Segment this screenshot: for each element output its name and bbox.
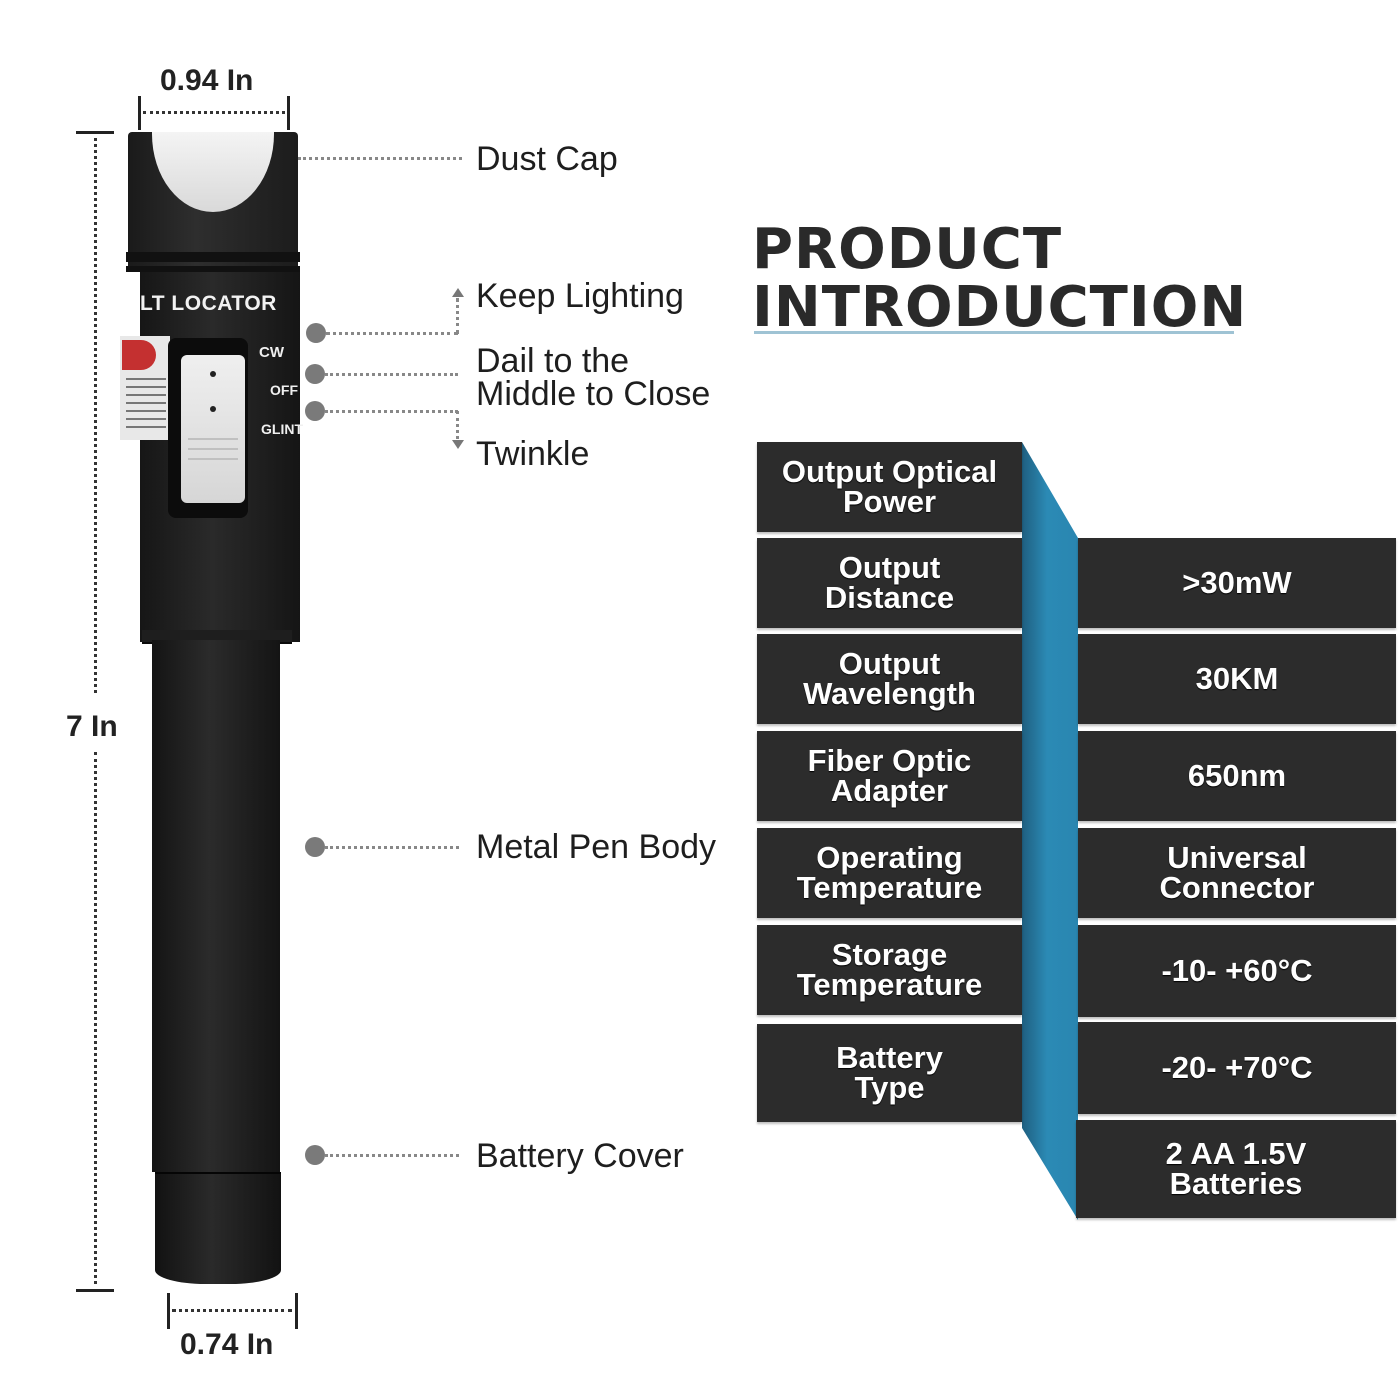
spec-label-cell: Fiber Optic Adapter [757,731,1022,821]
spec-label-line: Adapter [830,773,949,808]
length-dotted-line-top [94,138,97,693]
spec-value-line: -10- +60°C [1161,953,1313,988]
callout-dot-icon [305,837,325,857]
spec-value-line: >30mW [1182,565,1292,600]
warning-text-lines [126,378,166,428]
callout-dust-cap-label: Dust Cap [476,140,618,178]
callout-dotted-line [326,332,458,335]
top-width-tick-left [138,96,141,130]
spec-label-cell: Output Distance [757,538,1022,628]
callout-metal-pen-body-label: Metal Pen Body [476,828,717,866]
battery-cover [155,1172,281,1284]
spec-value-line: -20- +70°C [1161,1050,1313,1085]
spec-label-line: Battery [836,1040,943,1075]
spec-label-cell: Storage Temperature [757,925,1022,1015]
callout-dotted-line [325,846,459,849]
callout-dotted-line [325,1154,459,1157]
spec-value-cell: -10- +60°C [1078,925,1396,1017]
spec-value-line: 2 AA 1.5V [1165,1136,1307,1171]
title-line-2: INTRODUCTION [752,275,1248,340]
arrow-down-icon [452,440,464,449]
bottom-width-tick-right [295,1293,298,1329]
callout-dot-icon [305,1145,325,1165]
callout-dot-icon [306,323,326,343]
callout-keep-lighting-label: Keep Lighting [476,277,684,315]
arrow-up-icon [452,288,464,297]
brand-text: LT LOCATOR [140,292,277,315]
title-underline [754,331,1234,334]
spec-label-line: Output [838,646,941,681]
callout-dot-icon [305,364,325,384]
bottom-width-label: 0.74 In [180,1328,274,1361]
spec-label-line: Storage [831,937,948,972]
spec-label-line: Distance [824,580,955,615]
spec-label-line: Fiber Optic [807,743,972,778]
callout-twinkle-label: Twinkle [476,435,590,473]
switch-indicator-dot [210,371,216,377]
spec-value-cell: 2 AA 1.5V Batteries [1076,1120,1396,1218]
bottom-width-dotted-line [172,1309,292,1312]
length-dotted-line-bottom [94,752,97,1284]
callout-battery-cover-label: Battery Cover [476,1137,684,1175]
spec-label-line: Type [854,1070,925,1105]
blue-connector-band [1022,442,1078,1220]
callout-dotted-line [298,157,462,160]
switch-grip-line [188,438,238,440]
title-line-1: PRODUCT [752,217,1063,282]
spec-label-cell: Battery Type [757,1024,1022,1122]
mode-off-label: OFF [270,382,298,398]
spec-value-cell: 30KM [1078,634,1396,724]
callout-dotted-line [325,373,458,376]
callout-dotted-line [325,410,458,413]
spec-label-line: Output [838,550,941,585]
mode-glint-label: GLINT [261,421,303,437]
spec-value-line: Universal [1167,840,1307,875]
spec-label-line: Power [842,484,937,519]
spec-value-line: 650nm [1187,758,1287,793]
spec-label-cell: Output Optical Power [757,442,1022,532]
spec-value-cell: -20- +70°C [1078,1022,1396,1114]
spec-label-cell: Operating Temperature [757,828,1022,918]
spec-label-line: Temperature [796,870,983,905]
switch-grip-line [188,448,238,450]
spec-value-line: Connector [1159,870,1315,905]
spec-value-line: 30KM [1195,661,1279,696]
spec-value-line: Batteries [1169,1166,1303,1201]
spec-label-line: Output Optical [781,454,998,489]
cap-ring-lower [126,266,300,272]
spec-value-cell: 650nm [1078,731,1396,821]
spec-label-line: Operating [816,840,963,875]
mode-switch[interactable] [181,355,245,503]
callout-dial-middle-line1: Dail to the [476,342,630,380]
length-tick-top [76,131,114,134]
mode-cw-label: CW [259,344,284,361]
spec-value-cell: Universal Connector [1078,828,1396,918]
spec-label-line: Wavelength [803,676,976,711]
callout-dotted-vline [456,411,459,439]
callout-dial-middle-line2: Middle to Close [476,375,711,413]
bottom-width-tick-left [167,1293,170,1329]
callout-dotted-vline [456,298,459,334]
switch-indicator-dot [210,406,216,412]
metal-pen-body [152,640,280,1172]
switch-grip-line [188,458,238,460]
cap-ring [126,252,300,262]
length-label: 7 In [66,710,118,743]
top-width-tick-right [287,96,290,130]
callout-dot-icon [305,401,325,421]
spec-value-cell: >30mW [1078,538,1396,628]
warning-danger-icon [122,340,156,370]
spec-label-cell: Output Wavelength [757,634,1022,724]
length-tick-bottom [76,1289,114,1292]
spec-label-line: Temperature [796,967,983,1002]
top-width-dotted-line [143,111,285,114]
top-width-label: 0.94 In [160,64,254,97]
